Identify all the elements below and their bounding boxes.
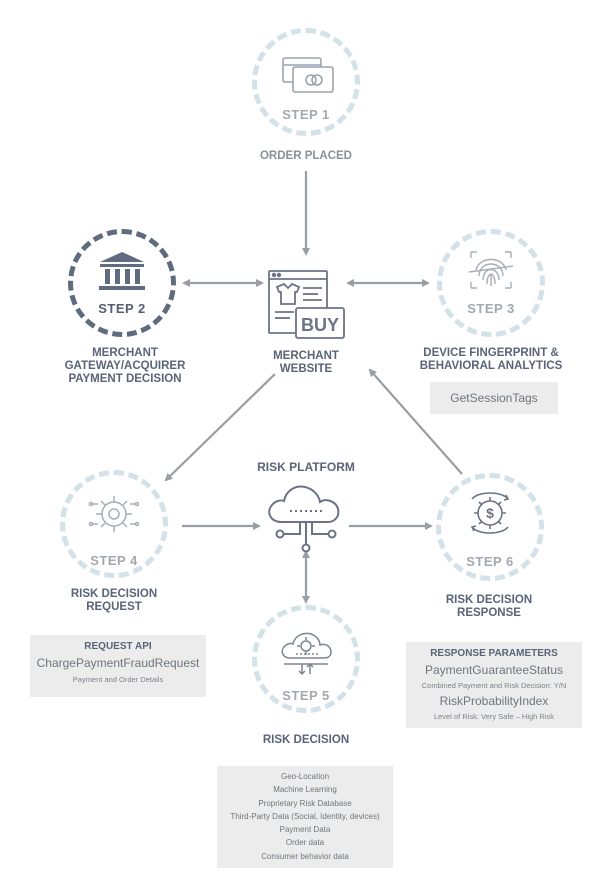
request-api-box: REQUEST API ChargePaymentFraudRequest Pa… [30,635,206,697]
cloud-gear-icon [281,632,332,676]
data-sources-box: Geo-Location Machine Learning Proprietar… [217,766,393,868]
response-param1-detail: Combined Payment and Risk Decision: Y/N [421,681,567,690]
step4-ring [60,470,168,578]
step5-caption: RISK DECISION [262,734,350,746]
data-source-item: Order data [285,838,325,848]
merchant-caption: MERCHANT WEBSITE [273,350,339,375]
step6-caption: RISK DECISION RESPONSE [445,594,533,619]
arrow-step6-to-merchant [368,368,463,475]
step6-ring [436,473,544,581]
data-source-item: Machine Learning [273,785,337,795]
step5-ring [252,605,360,713]
shop-buy-icon: BUY [268,270,345,339]
step2-caption: MERCHANT GATEWAY/ACQUIRER PAYMENT DECISI… [64,347,186,385]
gear-circuit-icon [88,496,140,532]
svg-text:$: $ [486,505,494,521]
response-param2-detail: Level of Risk: Very Safe – High Risk [433,712,555,721]
bank-icon [99,252,145,290]
step3-ring [437,229,545,337]
arrow-merchant-to-step4 [164,373,276,482]
response-param2: RiskProbabilityIndex [439,694,549,708]
step3-label: STEP 3 [467,301,515,316]
request-api-detail: Payment and Order Details [72,675,164,684]
credit-cards-icon [282,57,334,93]
request-api-call: ChargePaymentFraudRequest [36,656,200,670]
step2-ring [68,229,176,337]
session-tags-text: GetSessionTags [450,391,538,405]
step5-label: STEP 5 [282,688,330,703]
step2-label: STEP 2 [98,301,146,316]
response-params-box: RESPONSE PARAMETERS PaymentGuaranteeStat… [406,642,582,728]
cloud-network-icon [268,485,340,553]
step4-label: STEP 4 [90,553,138,568]
fingerprint-icon [468,251,514,289]
step3-caption: DEVICE FINGERPRINT & BEHAVIORAL ANALYTIC… [419,347,563,372]
data-source-item: Consumer behavior data [261,851,349,861]
session-tags-box: GetSessionTags [430,382,558,414]
step1-caption: ORDER PLACED [259,150,352,162]
data-source-item: Payment Data [279,825,331,835]
buy-text: BUY [301,315,339,335]
step1-ring [252,28,360,136]
step1-label: STEP 1 [282,107,330,122]
response-param1: PaymentGuaranteeStatus [424,663,564,677]
data-source-item: Geo-Location [280,772,330,781]
risk-platform-title: RISK PLATFORM [257,460,355,474]
step4-caption: RISK DECISION REQUEST [70,588,158,613]
data-source-item: Third-Party Data (Social, Identity, devi… [230,811,380,821]
response-params-header: RESPONSE PARAMETERS [430,648,558,659]
request-api-header: REQUEST API [84,641,152,652]
step6-label: STEP 6 [466,554,514,569]
dollar-gear-icon: $ [470,492,510,534]
data-source-item: Proprietary Risk Database [258,798,352,808]
